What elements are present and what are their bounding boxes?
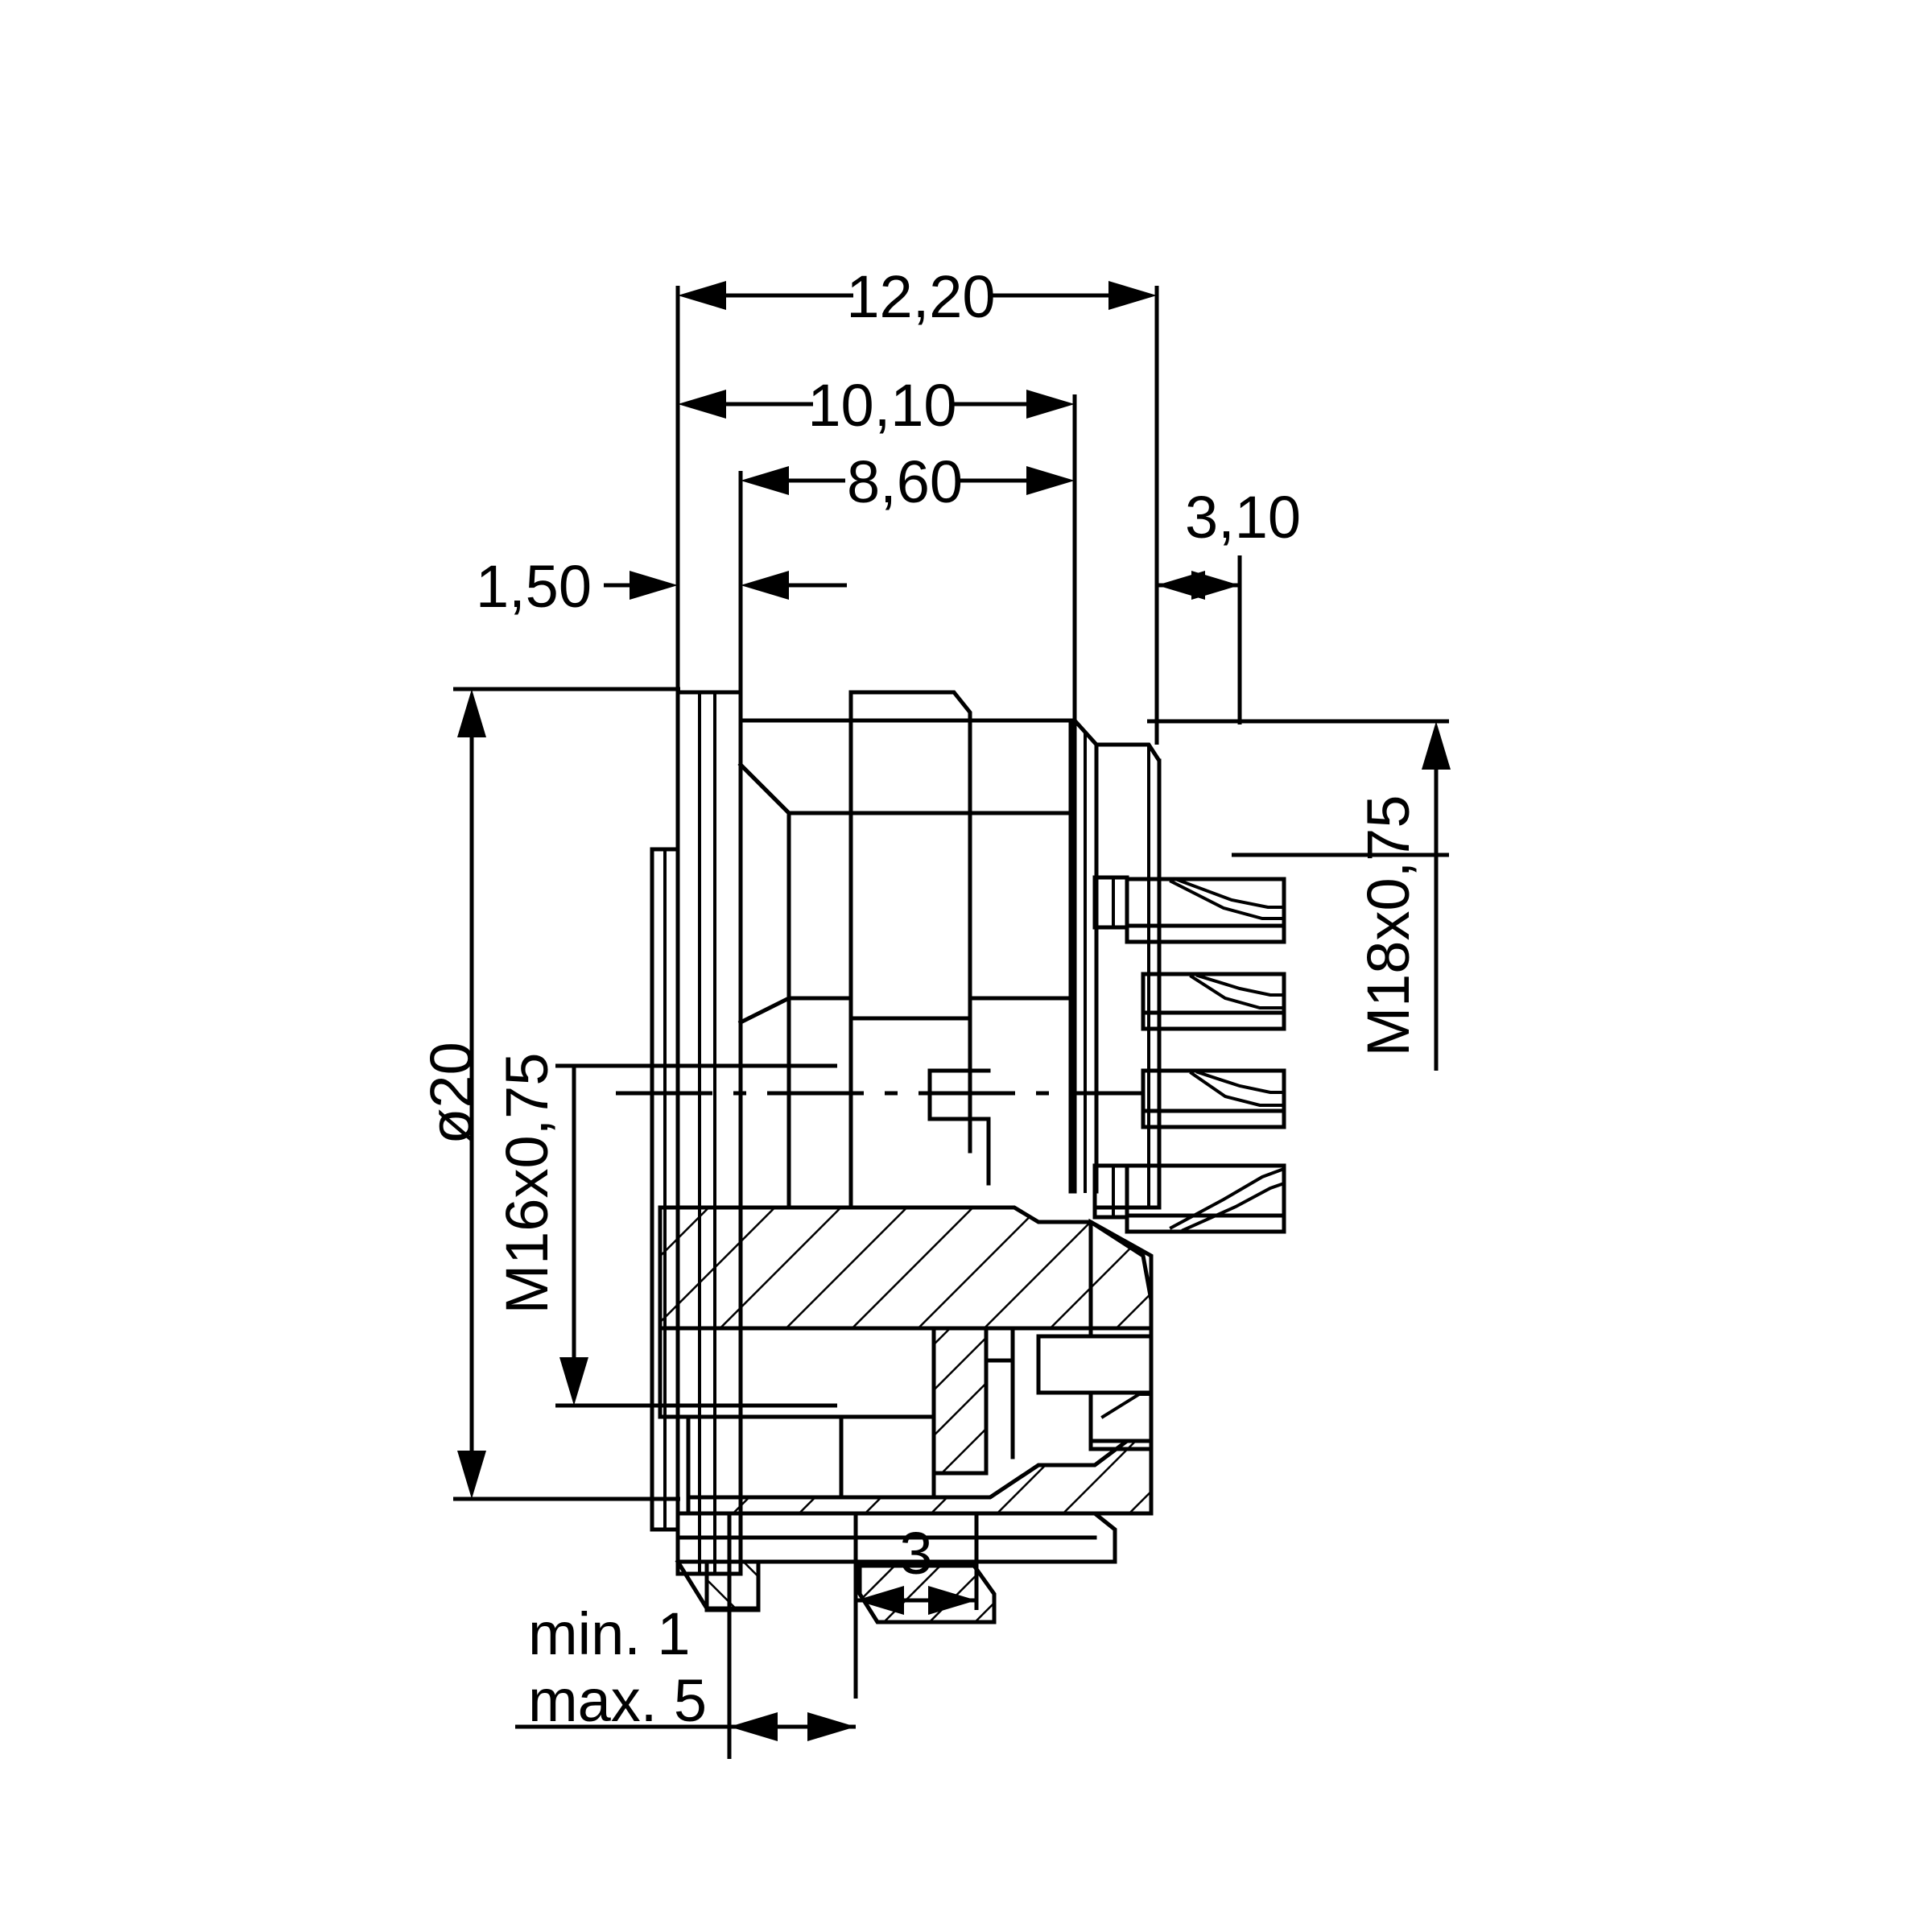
dimension-label-10-10: 10,10: [807, 372, 956, 439]
dimension-label-dia-20: ø20: [418, 1042, 485, 1145]
dimension-label-m16: M16x0,75: [493, 1053, 560, 1315]
extension-lines-top: [675, 286, 1242, 745]
dimension-label-12-20: 12,20: [846, 263, 995, 330]
dimension-label-3-10: 3,10: [1185, 484, 1301, 551]
connector-body: [650, 690, 1286, 1624]
dimension-m16: M16x0,75: [493, 1053, 837, 1408]
dimension-3-10: 3,10: [1157, 484, 1301, 600]
dimension-dia-20: ø20: [418, 687, 680, 1501]
dimension-label-m18: M18x0,75: [1355, 795, 1422, 1057]
dimension-1-50: 1,50: [476, 553, 847, 620]
dimension-label-max-5: max. 5: [528, 1667, 707, 1734]
section-hatched-housing: [658, 1205, 1154, 1624]
dimension-label-1-50: 1,50: [476, 553, 592, 620]
contact-terminals: [1092, 875, 1286, 1234]
dimension-label-8-60: 8,60: [847, 448, 963, 515]
dimension-10-10: 10,10: [678, 372, 1075, 439]
dimension-label-min-1: min. 1: [528, 1600, 691, 1667]
dimension-12-20: 12,20: [678, 263, 1157, 330]
dimension-min-max: min. 1 max. 5: [515, 1600, 856, 1741]
dimension-8-60: 8,60: [741, 448, 1075, 515]
dimension-m18: M18x0,75: [1147, 719, 1451, 1071]
